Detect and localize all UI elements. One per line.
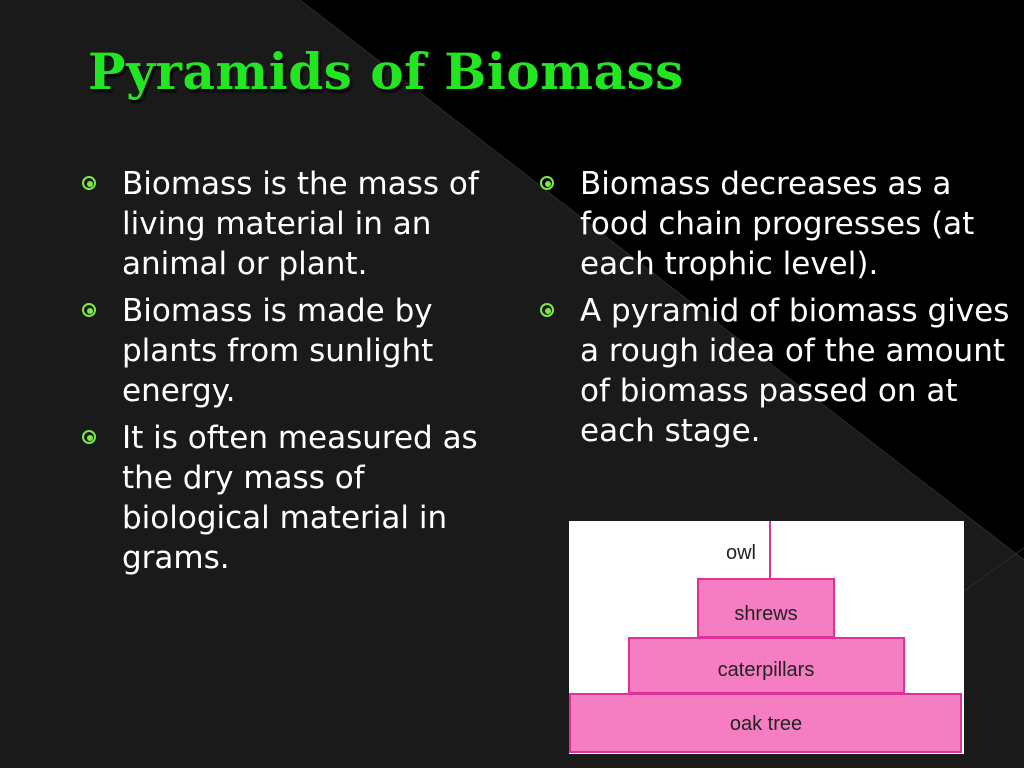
target-bullet-icon xyxy=(540,176,554,190)
biomass-pyramid-diagram: owl shrews caterpillars oak tree xyxy=(569,521,964,754)
bullet-text: A pyramid of biomass gives a rough idea … xyxy=(580,293,1010,449)
slide-title: Pyramids of Biomass xyxy=(88,42,684,101)
target-bullet-icon xyxy=(82,176,96,190)
bullet-item: A pyramid of biomass gives a rough idea … xyxy=(540,291,1010,451)
bullet-text: Biomass is made by plants from sunlight … xyxy=(122,293,434,409)
right-bullet-list: Biomass decreases as a food chain progre… xyxy=(540,164,1010,458)
target-bullet-icon xyxy=(82,430,96,444)
left-bullet-list: Biomass is the mass of living material i… xyxy=(82,164,482,585)
bullet-text: Biomass is the mass of living material i… xyxy=(122,166,479,282)
bullet-text: Biomass decreases as a food chain progre… xyxy=(580,166,975,282)
bullet-item: Biomass is made by plants from sunlight … xyxy=(82,291,482,411)
target-bullet-icon xyxy=(82,303,96,317)
bullet-item: Biomass decreases as a food chain progre… xyxy=(540,164,1010,284)
pyramid-level-shrews xyxy=(697,578,835,638)
level-label-oak-tree: oak tree xyxy=(730,713,802,735)
pyramid-level-caterpillars xyxy=(628,637,905,694)
target-bullet-icon xyxy=(540,303,554,317)
bullet-item: It is often measured as the dry mass of … xyxy=(82,418,482,578)
level-label-caterpillars: caterpillars xyxy=(718,659,815,681)
pyramid-level-oak-tree xyxy=(569,693,962,753)
bullet-text: It is often measured as the dry mass of … xyxy=(122,420,478,576)
bullet-item: Biomass is the mass of living material i… xyxy=(82,164,482,284)
level-label-owl: owl xyxy=(726,542,756,564)
pyramid-graphic: owl shrews caterpillars oak tree xyxy=(569,521,962,753)
level-label-shrews: shrews xyxy=(734,603,797,625)
